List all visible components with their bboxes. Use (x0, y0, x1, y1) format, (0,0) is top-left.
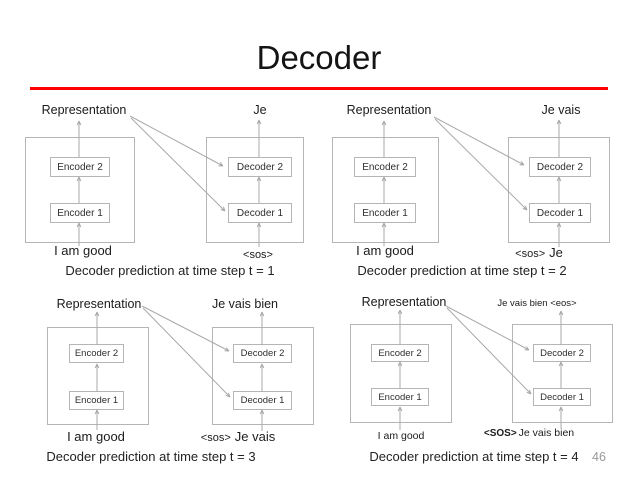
decoder-input-label: <SOS>Je vais bien (484, 427, 574, 439)
encoder-input-label: I am good (356, 243, 414, 258)
decoder-input-label: <sos>Je (515, 245, 563, 260)
decoder-layer-2: Decoder 2 (228, 157, 292, 177)
decoder-output-label: Je (253, 103, 267, 117)
title-underline (30, 87, 608, 90)
sos-token: <sos> (515, 248, 546, 260)
sos-token: <SOS> (483, 428, 517, 439)
decoder-output-label: Je vais bien (211, 297, 279, 311)
encoder-stack-box (25, 137, 135, 243)
decoder-layer-2: Decoder 2 (529, 157, 591, 177)
sos-token: <sos> (200, 432, 231, 444)
decoder-output-label: Je vais (541, 103, 581, 117)
decoder-output-label: Je vais bien <eos> (497, 298, 577, 309)
decoder-layer-1: Decoder 1 (228, 203, 292, 223)
encoder-layer-2: Encoder 2 (50, 157, 110, 177)
encoder-layer-2: Encoder 2 (371, 344, 429, 362)
timestep-caption: Decoder prediction at time step t = 2 (357, 263, 567, 278)
encoder-stack-box (350, 324, 452, 423)
encoder-input-label: I am good (54, 243, 112, 258)
timestep-caption: Decoder prediction at time step t = 1 (65, 263, 275, 278)
decoder-input-label: <sos>Je vais (201, 429, 275, 444)
decoder-input-label: <sos> (243, 246, 277, 261)
encoder-input-label: I am good (67, 429, 125, 444)
decoder-stack-box (212, 327, 314, 425)
encoder-layer-1: Encoder 1 (371, 388, 429, 406)
representation-label: Representation (56, 297, 142, 311)
decoder-layer-1: Decoder 1 (533, 388, 591, 406)
decoder-layer-1: Decoder 1 (529, 203, 591, 223)
encoder-stack-box (332, 137, 439, 243)
representation-label: Representation (41, 103, 127, 117)
representation-label: Representation (346, 103, 432, 117)
encoder-layer-2: Encoder 2 (354, 157, 416, 177)
decoder-layer-2: Decoder 2 (233, 344, 292, 363)
encoder-input-label: I am good (377, 430, 425, 442)
timestep-caption: Decoder prediction at time step t = 3 (46, 449, 256, 464)
decoder-stack-box (512, 324, 613, 423)
encoder-layer-1: Encoder 1 (354, 203, 416, 223)
decoder-layer-2: Decoder 2 (533, 344, 591, 362)
sos-token: <sos> (243, 249, 273, 261)
decoder-input-words: Je vais bien (518, 427, 575, 439)
encoder-layer-2: Encoder 2 (69, 344, 124, 363)
decoder-stack-box (206, 137, 304, 243)
timestep-caption: Decoder prediction at time step t = 4 (369, 449, 579, 464)
encoder-layer-1: Encoder 1 (69, 391, 124, 410)
decoder-layer-1: Decoder 1 (233, 391, 292, 410)
page-number: 46 (592, 450, 606, 464)
decoder-input-words: Je (549, 245, 563, 260)
decoder-stack-box (508, 137, 610, 243)
decoder-input-words: Je vais (234, 429, 276, 444)
encoder-stack-box (47, 327, 149, 425)
encoder-layer-1: Encoder 1 (50, 203, 110, 223)
representation-label: Representation (361, 295, 447, 309)
slide-title: Decoder (256, 39, 382, 76)
